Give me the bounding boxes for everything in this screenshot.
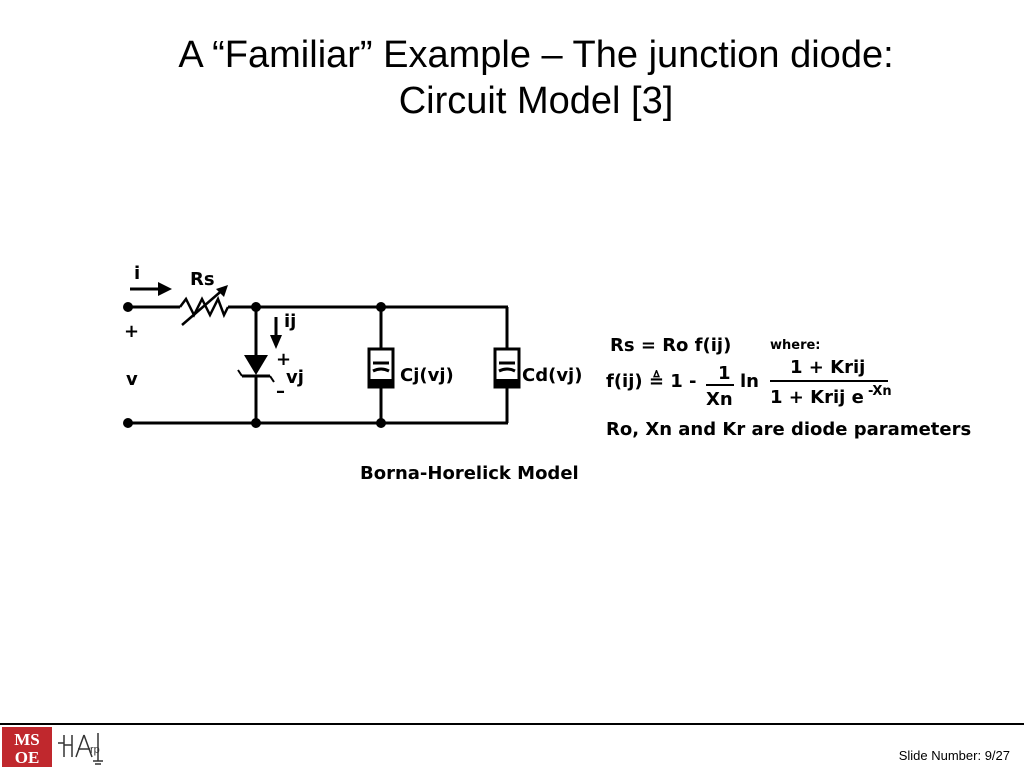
junction-dot bbox=[251, 302, 261, 312]
parameters-note: Ro, Xn and Kr are diode parameters bbox=[606, 419, 971, 440]
title-line-2: Circuit Model [3] bbox=[398, 80, 674, 122]
slide-number: Slide Number: 9/27 bbox=[898, 748, 1010, 763]
ij-arrow bbox=[270, 317, 282, 349]
footer-rule bbox=[0, 723, 1024, 725]
equations: Rs = Ro f(ij) where: f(ij) ≜ 1 - 1 Xn ln… bbox=[606, 335, 971, 440]
f-equation: f(ij) ≜ 1 - bbox=[606, 369, 697, 392]
svg-text:OE: OE bbox=[15, 748, 40, 767]
cj-label: Cj(vj) bbox=[400, 365, 454, 386]
capacitor-cd bbox=[493, 347, 521, 389]
where-label: where: bbox=[770, 338, 821, 353]
capacitor-cj bbox=[367, 347, 395, 389]
ln-label: ln bbox=[740, 371, 759, 392]
voltage-label: v bbox=[126, 369, 138, 390]
rs-label: Rs bbox=[190, 269, 215, 290]
vj-label: vj bbox=[286, 367, 304, 388]
ij-label: ij bbox=[284, 311, 296, 332]
vj-minus: – bbox=[276, 381, 285, 402]
circuit-wires bbox=[128, 305, 509, 425]
bottom-terminal bbox=[123, 418, 133, 428]
circuit-figure: i Rs + v ij + vj – bbox=[110, 255, 1000, 495]
frac1-denominator: Xn bbox=[706, 389, 733, 410]
rs-equation: Rs = Ro f(ij) bbox=[610, 335, 731, 356]
junction-dot bbox=[251, 418, 261, 428]
junction-dot bbox=[376, 302, 386, 312]
frac2-denominator: 1 + Krij e bbox=[770, 387, 864, 408]
svg-text:MS: MS bbox=[14, 730, 40, 749]
frac1-numerator: 1 bbox=[718, 363, 731, 384]
current-arrow bbox=[130, 282, 172, 296]
vj-plus: + bbox=[276, 349, 291, 370]
variable-resistor-rs bbox=[179, 285, 230, 326]
circuit-diagram: i Rs + v ij + vj – bbox=[123, 263, 971, 484]
diode-symbol bbox=[237, 355, 275, 383]
msoe-logo: MS OE rp bbox=[2, 727, 112, 767]
cd-label: Cd(vj) bbox=[522, 365, 582, 386]
junction-dot bbox=[376, 418, 386, 428]
plus-sign: + bbox=[124, 321, 139, 342]
top-terminal bbox=[123, 302, 133, 312]
slide-title: A “Familiar” Example – The junction diod… bbox=[0, 32, 1024, 124]
current-label: i bbox=[134, 263, 140, 284]
frac2-exponent: -Xn bbox=[868, 384, 892, 399]
svg-text:rp: rp bbox=[90, 744, 100, 756]
frac2-numerator: 1 + Krij bbox=[790, 357, 865, 378]
figure-caption: Borna-Horelick Model bbox=[360, 463, 579, 484]
title-line-1: A “Familiar” Example – The junction diod… bbox=[178, 34, 894, 76]
